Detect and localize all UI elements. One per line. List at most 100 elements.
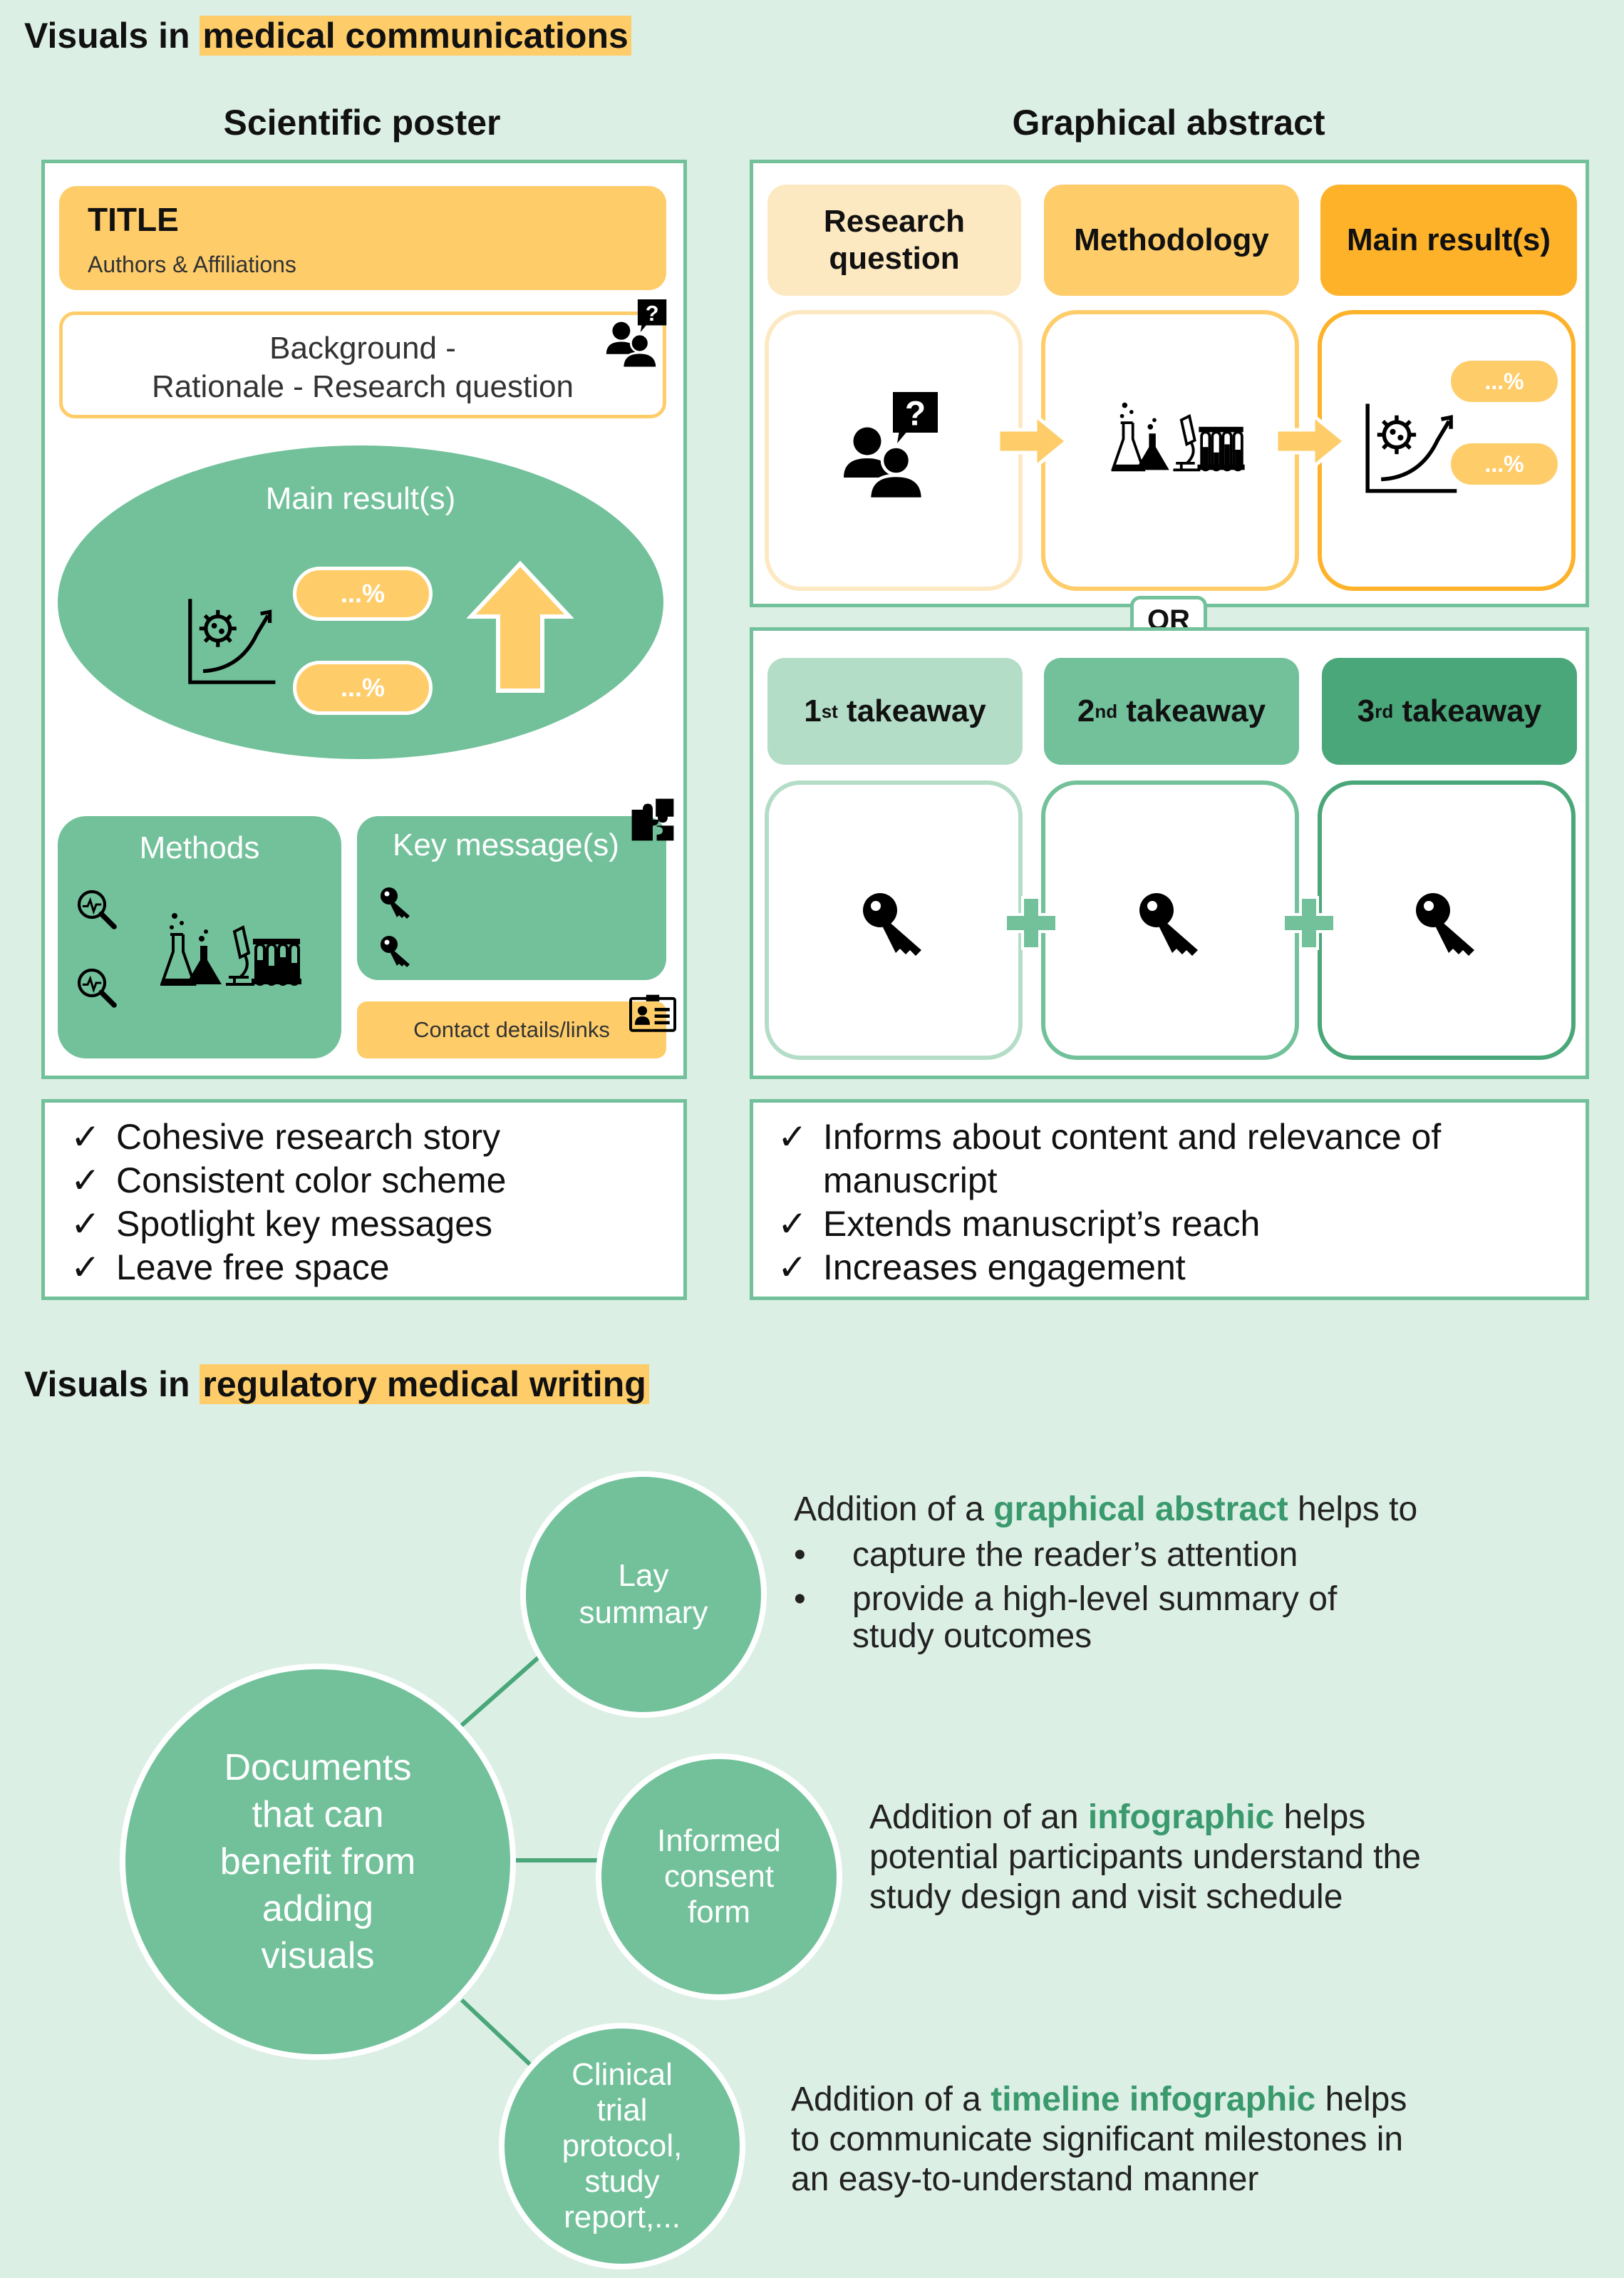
key-icon [859,887,930,959]
takeaway-card-3 [1318,780,1576,1060]
desc-text: Addition of a [791,2081,991,2118]
takeaway-label: takeaway [1117,694,1266,728]
plus-icon [1282,896,1336,950]
consent-line: Informed [657,1823,781,1858]
poster-title: TITLE [88,201,179,238]
virus-graph-icon [185,595,277,688]
poster-checklist-panel: ✓ Cohesive research story ✓ Consistent col… [41,1099,687,1300]
up-arrow-icon [467,560,574,693]
protocol-line: study [584,2164,660,2199]
poster-authors: Authors & Affiliations [88,252,296,277]
main-results-card: ...% ...% [1318,310,1576,591]
poster-title-bar: TITLE Authors & Affiliations [59,186,666,290]
key-icon [378,885,414,920]
desc-bullet-cont: study outcomes [852,1617,1092,1655]
checklist-text-cont: manuscript [823,1160,998,1200]
takeaway-card-1 [765,780,1023,1060]
protocol-line: report,... [564,2200,681,2235]
desc-text: Addition of a [794,1490,994,1528]
lay-summary-line: summary [579,1595,708,1630]
desc-line: study design and visit schedule [869,1878,1343,1916]
research-question-header: Research question [767,185,1021,296]
checklist-item: ✓ Increases engagement [777,1246,1586,1289]
desc-line: to communicate significant milestones in [791,2120,1404,2158]
center-line: visuals [261,1935,375,1976]
desc-text: helps [1274,1798,1366,1836]
checklist-text: Consistent color scheme [116,1160,507,1200]
key-icon [1135,887,1206,959]
section-title-medical-communications: Visuals in medical communications [24,14,631,57]
poster-main-results-label: Main result(s) [265,481,456,516]
consent-line: form [688,1895,750,1929]
checklist-item: ✓Leave free space [71,1246,683,1289]
poster-main-results-ellipse: Main result(s) ...% ...% [58,445,663,759]
graphical-abstract-heading: Graphical abstract [1012,103,1325,143]
protocol-line: trial [596,2093,648,2128]
section-title-highlight: medical communications [200,16,631,56]
research-question-line2: question [829,241,960,276]
question-person-icon [837,388,944,502]
takeaway-label: takeaway [837,694,986,728]
poster-percent-pill-2: ...% [293,661,433,715]
checklist-item: ✓Extends manuscript’s reach [777,1202,1586,1246]
section-title-prefix: Visuals in [24,16,200,56]
poster-checklist: ✓ Cohesive research story ✓ Consistent col… [71,1115,683,1289]
poster-methods-box: Methods [58,816,341,1058]
arrow-icon [996,413,1070,470]
bullet-icon: • [794,1536,806,1574]
checkmark-icon: ✓ [71,1160,100,1200]
section-title-highlight: regulatory medical writing [200,1364,649,1404]
checklist-text: Informs about content and relevance of [823,1117,1442,1157]
virus-graph-icon [1362,400,1459,497]
documents-center-circle: Documents that can benefit from adding v… [120,1664,516,2060]
takeaway-sup: st [821,700,838,722]
checkmark-icon: ✓ [71,1117,100,1157]
consent-line: consent [663,1859,775,1894]
methodology-header: Methodology [1044,185,1299,296]
checklist-item: ✓ Consistent color scheme [71,1159,683,1202]
section-title-prefix: Visuals in [24,1364,200,1404]
timeline-infographic-description: Addition of a timeline infographic helps… [791,2080,1610,2200]
takeaway-sup: nd [1095,700,1118,722]
lab-equipment-icon [1111,400,1246,474]
arrow-icon [1274,413,1348,470]
checklist-item: ✓Spotlight key messages [71,1202,683,1246]
key-icon [1412,887,1483,959]
magnifier-pulse-icon [75,887,118,930]
checklist-text: Cohesive research story [116,1117,501,1157]
graphical-abstract-description: Addition of a graphical abstract helps t… [794,1490,1599,1655]
scientific-poster-panel: TITLE Authors & Affiliations Background … [41,160,687,1079]
protocol-line: Clinical [571,2057,673,2092]
takeaway-num: 3 [1357,694,1375,728]
question-person-icon [602,294,671,373]
checklist-text: Increases engagement [823,1247,1186,1287]
scientific-poster-heading: Scientific poster [223,103,501,143]
protocol-line: protocol, [562,2128,683,2163]
takeaway-sup: rd [1375,700,1394,722]
takeaway-num: 2 [1077,694,1095,728]
checkmark-icon: ✓ [777,1204,807,1244]
section-title-regulatory-writing: Visuals in regulatory medical writing [24,1363,649,1406]
abstract-percent-pill-1: ...% [1447,357,1561,406]
main-results-header: Main result(s) [1320,185,1577,296]
research-question-line1: Research [823,204,966,239]
checklist-text: Spotlight key messages [116,1204,493,1244]
center-line: adding [262,1888,374,1929]
lab-equipment-icon [160,910,303,989]
poster-background-box: Background - Rationale - Research questi… [59,311,666,418]
research-question-card [765,310,1023,591]
key-icon [378,933,414,969]
poster-methods-label: Methods [139,830,260,865]
takeaway-card-2 [1041,780,1299,1060]
poster-key-messages-box: Key message(s) [357,816,666,980]
checklist-text: Leave free space [116,1247,390,1287]
checkmark-icon: ✓ [777,1247,807,1287]
contact-card-icon [629,994,676,1033]
takeaway-num: 1 [804,694,822,728]
desc-text: Addition of an [869,1798,1088,1836]
poster-background-line1: Background - [269,331,456,366]
